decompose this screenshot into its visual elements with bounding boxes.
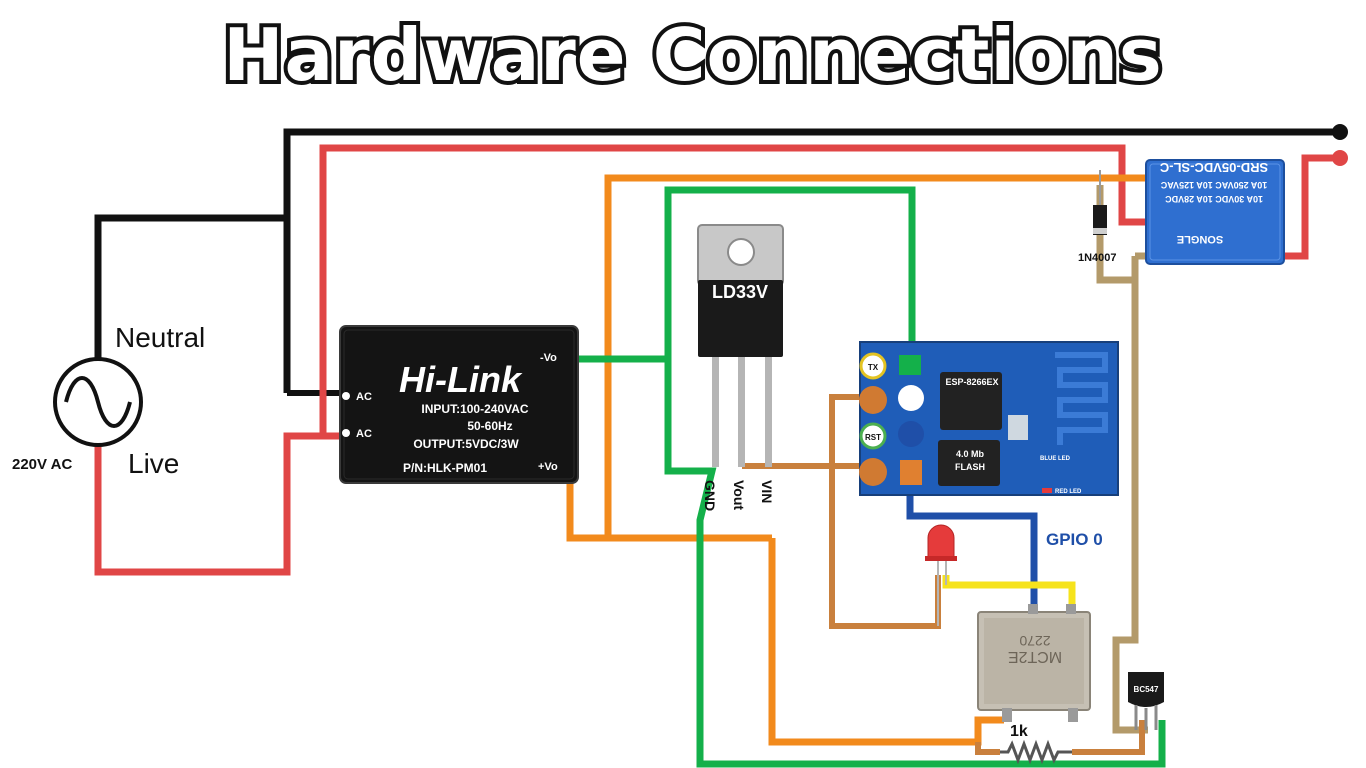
opto-label-line1: MCT2E [1008, 648, 1062, 665]
wifi-antenna-trace [1055, 352, 1108, 445]
neutral-label: Neutral [115, 322, 205, 353]
relay-rating-2: 10A 30VDC 10A 28VDC [1165, 194, 1263, 204]
esp-flash-line1: 4.0 Mb [956, 449, 985, 459]
sine-wave-icon [64, 376, 132, 428]
esp-red-led-label: RED LED [1055, 489, 1082, 495]
esp-flash-line2: FLASH [955, 462, 985, 472]
red-led [925, 524, 957, 626]
hi-link-psu-module [339, 325, 579, 484]
regulator-name: LD33V [712, 282, 768, 302]
relay-model: SRD-05VDC-SL-C [1159, 160, 1268, 175]
psu-input-spec: INPUT:100-240VAC [421, 402, 528, 416]
psu-output-spec: OUTPUT:5VDC/3W [413, 437, 519, 451]
psu-freq-spec: 50-60Hz [467, 419, 512, 433]
esp-chip-label: ESP-8266EX [945, 377, 998, 387]
psu-brand: Hi-Link [399, 359, 523, 400]
opto-label-line2: 2270 [1019, 633, 1050, 649]
psu-neg-out: -Vo [540, 352, 557, 364]
resistor-label: 1k [1010, 723, 1028, 740]
psu-pos-out: +Vo [538, 461, 558, 473]
ground-wire [578, 186, 1166, 768]
yellow-wire [942, 575, 1076, 612]
gpio0-label: GPIO 0 [1046, 530, 1103, 549]
regulator-pin-vout: Vout [731, 480, 747, 510]
voltage-label: 220V AC [12, 456, 72, 473]
bc547-transistor [1128, 672, 1164, 730]
psu-ac-pin-1: AC [356, 391, 372, 403]
esp-tx-pin: TX [868, 363, 879, 372]
regulator-pin-gnd: GND [702, 480, 718, 511]
mct2e-optocoupler [977, 604, 1091, 722]
ld33v-regulator [697, 224, 784, 467]
resistor-wire [975, 720, 1145, 755]
esp8266-module [859, 341, 1119, 496]
ac-source [53, 357, 143, 447]
diode-label: 1N4007 [1078, 252, 1117, 264]
diode-1n4007 [1093, 170, 1107, 235]
resistor-1k [1000, 739, 1072, 765]
diagram-title: Hardware Connections [223, 13, 1162, 97]
live-wire [94, 144, 1348, 576]
neutral-wire [94, 124, 1348, 393]
esp-blue-led-label: BLUE LED [1040, 456, 1071, 462]
relay-brand: SONGLE [1177, 233, 1223, 245]
psu-ac-pin-2: AC [356, 428, 372, 440]
esp-rst-pin: RST [865, 433, 881, 442]
psu-part-number: P/N:HLK-PM01 [403, 461, 487, 475]
live-label: Live [128, 448, 179, 479]
relay-rating-1: 10A 250VAC 10A 125VAC [1160, 180, 1267, 190]
transistor-label: BC547 [1134, 685, 1159, 694]
regulator-pin-vin: VIN [759, 480, 775, 503]
songle-relay [1145, 159, 1285, 265]
